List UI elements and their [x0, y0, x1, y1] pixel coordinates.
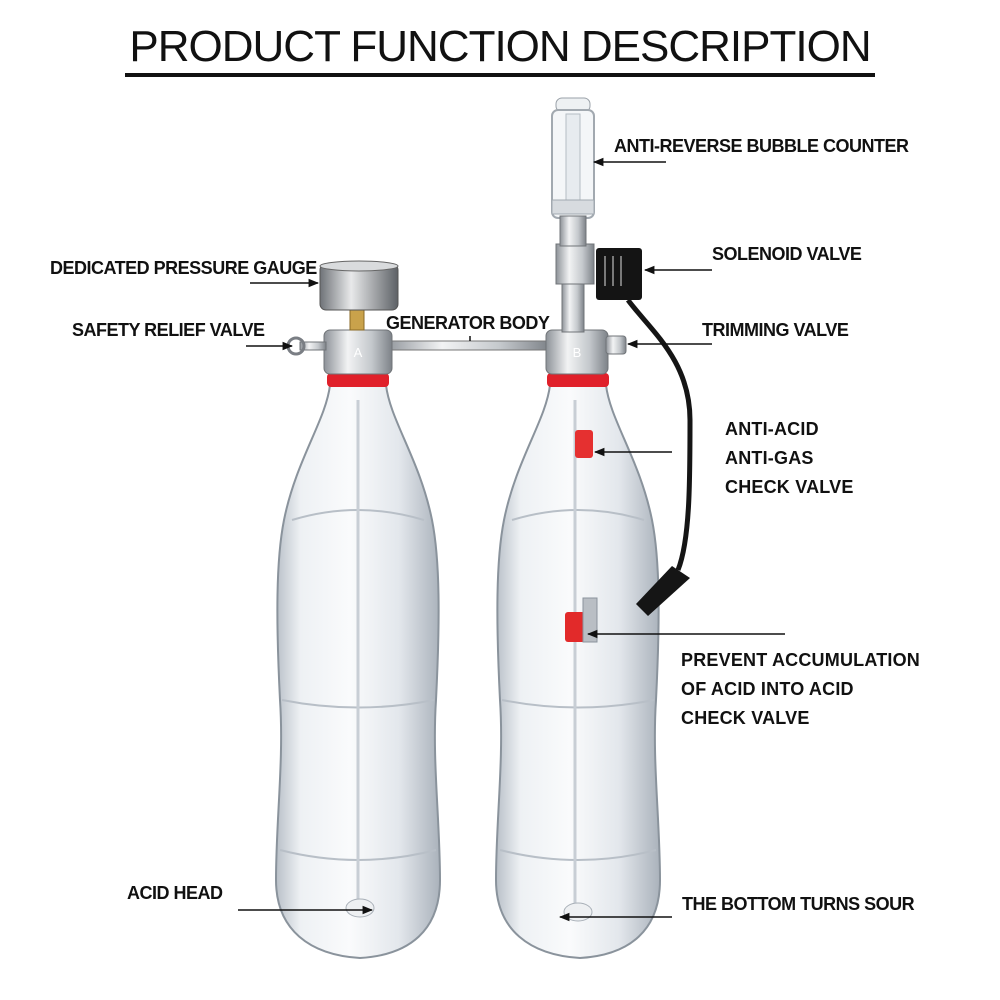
- prevent-line-3: CHECK VALVE: [681, 708, 810, 728]
- label-check-valve: ANTI-ACID ANTI-GAS CHECK VALVE: [725, 415, 854, 502]
- bubble-counter: [551, 97, 595, 247]
- connecting-pipe: [383, 340, 551, 351]
- solenoid-coil: [596, 248, 642, 300]
- check-valve-line-3: CHECK VALVE: [725, 477, 854, 497]
- label-trimming-valve: TRIMMING VALVE: [702, 320, 849, 340]
- solenoid-body: [555, 243, 595, 285]
- label-bubble-counter: ANTI-REVERSE BUBBLE COUNTER: [614, 136, 909, 156]
- title-text: PRODUCT FUNCTION DESCRIPTION: [125, 22, 875, 77]
- page-title: PRODUCT FUNCTION DESCRIPTION: [0, 22, 1000, 77]
- prevent-line-2: OF ACID INTO ACID: [681, 679, 854, 699]
- label-pressure-gauge: DEDICATED PRESSURE GAUGE: [50, 258, 317, 278]
- neck-ring-b: [547, 373, 609, 387]
- label-bottom-turns-sour: THE BOTTOM TURNS SOUR: [682, 894, 915, 914]
- bottle-b: [494, 384, 662, 960]
- svg-text:A: A: [354, 345, 363, 360]
- label-acid-head: ACID HEAD: [127, 883, 223, 903]
- pressure-gauge: [319, 260, 399, 311]
- callout-lines: [238, 157, 785, 922]
- power-cable: [625, 298, 693, 571]
- label-generator-body: GENERATOR BODY: [386, 313, 550, 333]
- bottle-a: [274, 384, 442, 960]
- neck-ring-a: [327, 373, 389, 387]
- check-valve-line-2: ANTI-GAS: [725, 448, 814, 468]
- cap-a: A: [286, 307, 393, 375]
- cap-b: B: [545, 329, 627, 375]
- check-valve-lower: [565, 612, 585, 642]
- power-plug: [636, 566, 690, 616]
- label-prevent-accumulation: PREVENT ACCUMULATION OF ACID INTO ACID C…: [681, 646, 920, 733]
- label-solenoid-valve: SOLENOID VALVE: [712, 244, 862, 264]
- trimming-knob: [605, 335, 627, 355]
- check-valve-upper: [575, 430, 593, 458]
- label-safety-relief-valve: SAFETY RELIEF VALVE: [72, 320, 265, 340]
- check-valve-line-1: ANTI-ACID: [725, 419, 819, 439]
- prevent-line-1: PREVENT ACCUMULATION: [681, 650, 920, 670]
- svg-text:B: B: [573, 345, 582, 360]
